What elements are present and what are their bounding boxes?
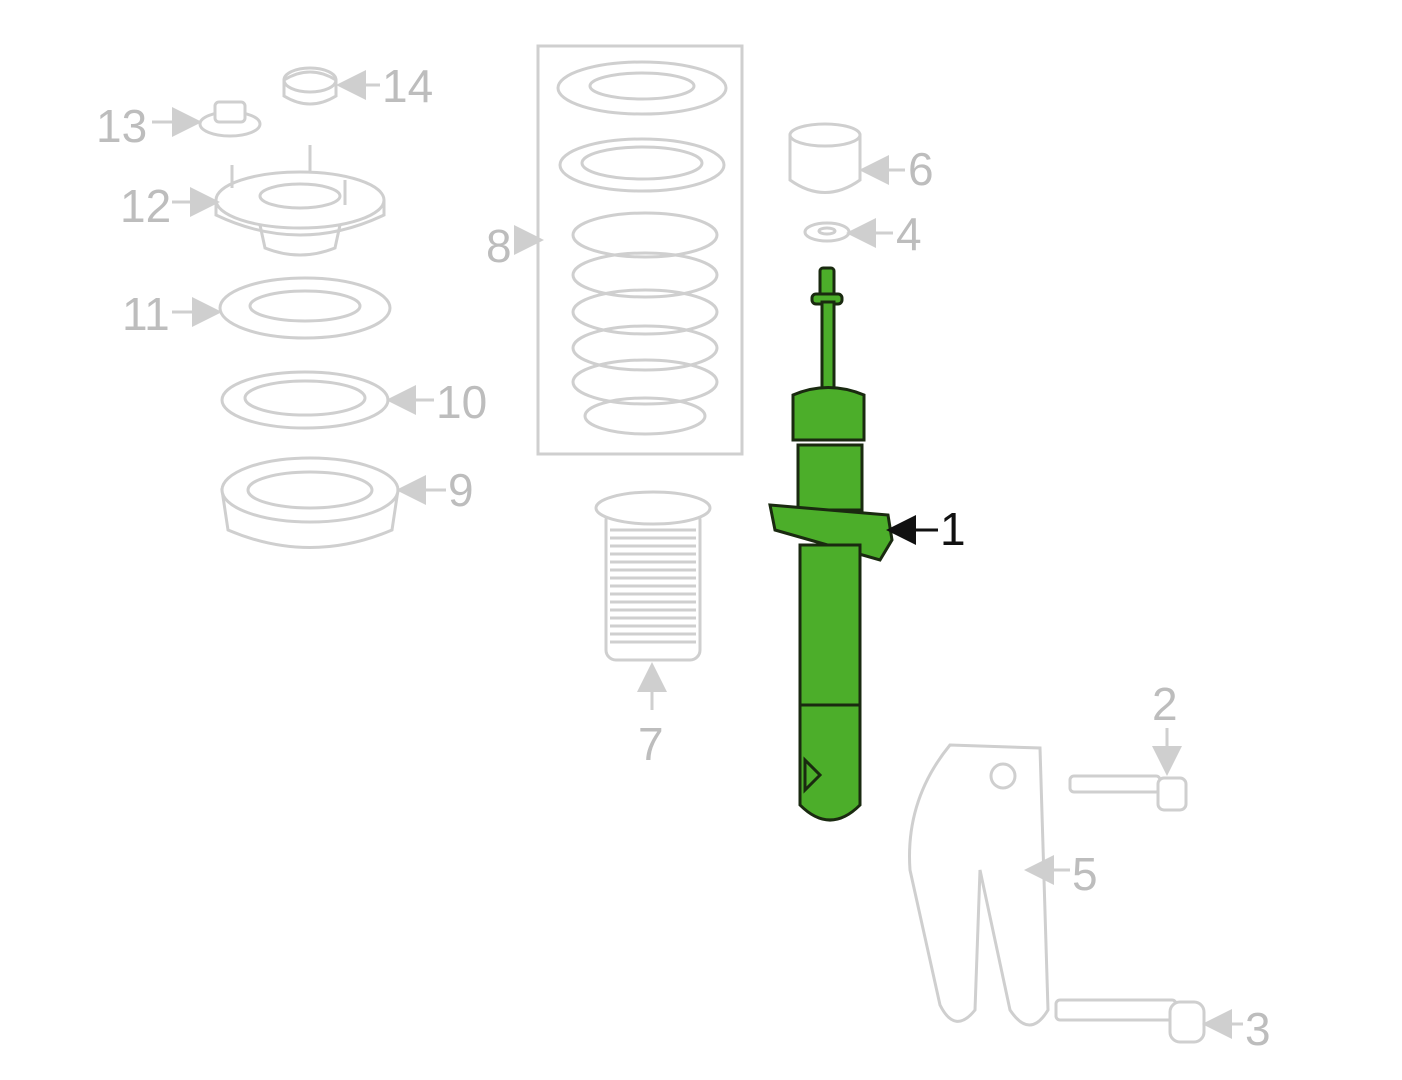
callout-label[interactable]: 2 (1152, 678, 1178, 730)
callout-7[interactable]: 7 (637, 662, 667, 770)
callout-label[interactable]: 14 (382, 60, 433, 112)
part-5-bracket[interactable] (908, 743, 1050, 1027)
part-14-nut[interactable] (282, 66, 338, 106)
part-9-seat[interactable] (220, 456, 400, 549)
callout-13[interactable]: 13 (96, 100, 202, 152)
part-6-bump-stop[interactable] (788, 122, 862, 194)
callout-3[interactable]: 3 (1202, 1003, 1271, 1055)
part-1-strut-assembly[interactable] (768, 266, 894, 822)
callout-1[interactable]: 1 (886, 503, 966, 555)
callout-label[interactable]: 3 (1245, 1003, 1271, 1055)
callout-label[interactable]: 12 (120, 180, 171, 232)
callout-12[interactable]: 12 (120, 180, 220, 232)
callout-2[interactable]: 2 (1152, 678, 1182, 776)
callout-label[interactable]: 4 (896, 208, 922, 260)
callout-4[interactable]: 4 (846, 208, 922, 260)
callout-label[interactable]: 1 (940, 503, 966, 555)
callout-label[interactable]: 8 (486, 220, 512, 272)
callout-6[interactable]: 6 (859, 143, 934, 195)
part-10-bearing[interactable] (220, 370, 390, 430)
part-12-strut-mount[interactable] (214, 145, 386, 257)
callout-label[interactable]: 6 (908, 143, 934, 195)
callout-label[interactable]: 11 (122, 288, 170, 340)
part-11-insulator[interactable] (218, 276, 392, 340)
part-3-bolt[interactable] (1054, 998, 1206, 1044)
part-8-spring-kit[interactable] (536, 44, 744, 456)
callout-10[interactable]: 10 (386, 376, 487, 428)
part-7-dust-boot[interactable] (594, 490, 712, 662)
part-4-washer[interactable] (803, 221, 851, 243)
part-13-nut[interactable] (198, 100, 262, 138)
part-2-bolt[interactable] (1068, 774, 1188, 812)
callout-11[interactable]: 11 (122, 288, 222, 340)
callout-8[interactable]: 8 (486, 220, 544, 272)
callout-label[interactable]: 7 (638, 718, 664, 770)
callout-5[interactable]: 5 (1024, 848, 1098, 900)
callout-label[interactable]: 13 (96, 100, 147, 152)
callout-9[interactable]: 9 (396, 464, 474, 516)
callout-14[interactable]: 14 (336, 60, 433, 112)
callout-label[interactable]: 10 (436, 376, 487, 428)
callout-label[interactable]: 9 (448, 464, 474, 516)
callout-label[interactable]: 5 (1072, 848, 1098, 900)
